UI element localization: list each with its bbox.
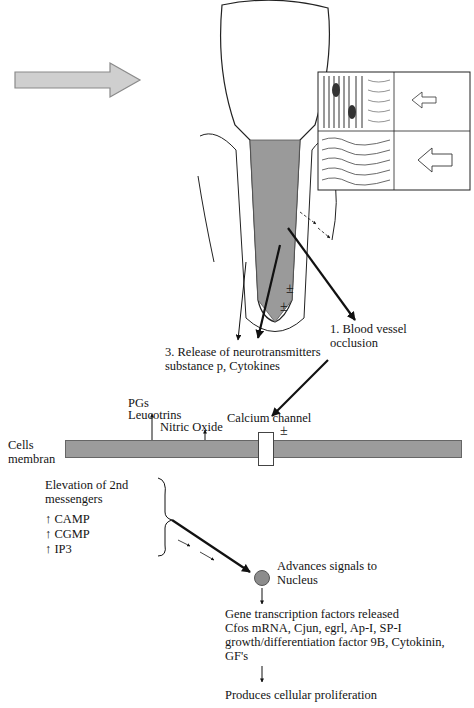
messenger-item: ↑ IP3 — [45, 542, 145, 556]
pathway-arrow — [238, 262, 246, 340]
pathway-arrow — [272, 360, 328, 416]
transcription-heading: Gene transcription factors released — [225, 607, 465, 621]
signal-arrow — [172, 520, 250, 572]
cell-membrane-band: Cells membranCalcium channel — [65, 440, 462, 458]
signal-arrow — [178, 540, 190, 546]
transcription-list: Cfos mRNA, Cjun, egrl, Ap-I, SP-I growth… — [225, 621, 457, 663]
pathway-arrow — [258, 245, 280, 338]
mediator-label: Nitric Oxide — [160, 420, 250, 434]
messenger-heading: Elevation of 2nd messengers — [45, 478, 157, 506]
charge-symbol: ± — [280, 424, 294, 438]
messenger-item: ↑ CAMP — [45, 512, 145, 526]
bone-contour — [198, 176, 214, 262]
callout-text: 1. Blood vessel occlusion — [330, 322, 442, 350]
outcome-text: Produces cellular proliferation — [225, 688, 465, 702]
brace — [158, 478, 172, 556]
signal-arrow — [262, 588, 263, 604]
node-label: Cells membran — [8, 438, 62, 466]
callout-text: 3. Release of neurotransmitters substanc… — [165, 345, 335, 373]
charge-symbol: ± — [280, 300, 294, 314]
pathway-arrow — [300, 212, 316, 224]
mediator-label: PGs — [128, 396, 188, 410]
node-label: Advances signals to Nucleus — [277, 559, 389, 587]
pathway-arrow — [318, 228, 330, 238]
charge-symbol: ± — [286, 282, 300, 296]
nucleus-circle: Advances signals to Nucleus — [254, 570, 270, 586]
pathway-arrow — [288, 228, 355, 320]
signal-arrow — [262, 666, 263, 682]
calcium-channel: Calcium channel — [258, 432, 274, 466]
histology-inset — [318, 72, 470, 190]
signal-arrow — [200, 552, 214, 560]
messenger-item: ↑ CGMP — [45, 527, 145, 541]
node-label: Calcium channel — [227, 411, 337, 425]
tooth-root — [250, 140, 300, 322]
force-arrow — [15, 63, 140, 97]
mediator-label: Leucotrins — [128, 408, 208, 422]
